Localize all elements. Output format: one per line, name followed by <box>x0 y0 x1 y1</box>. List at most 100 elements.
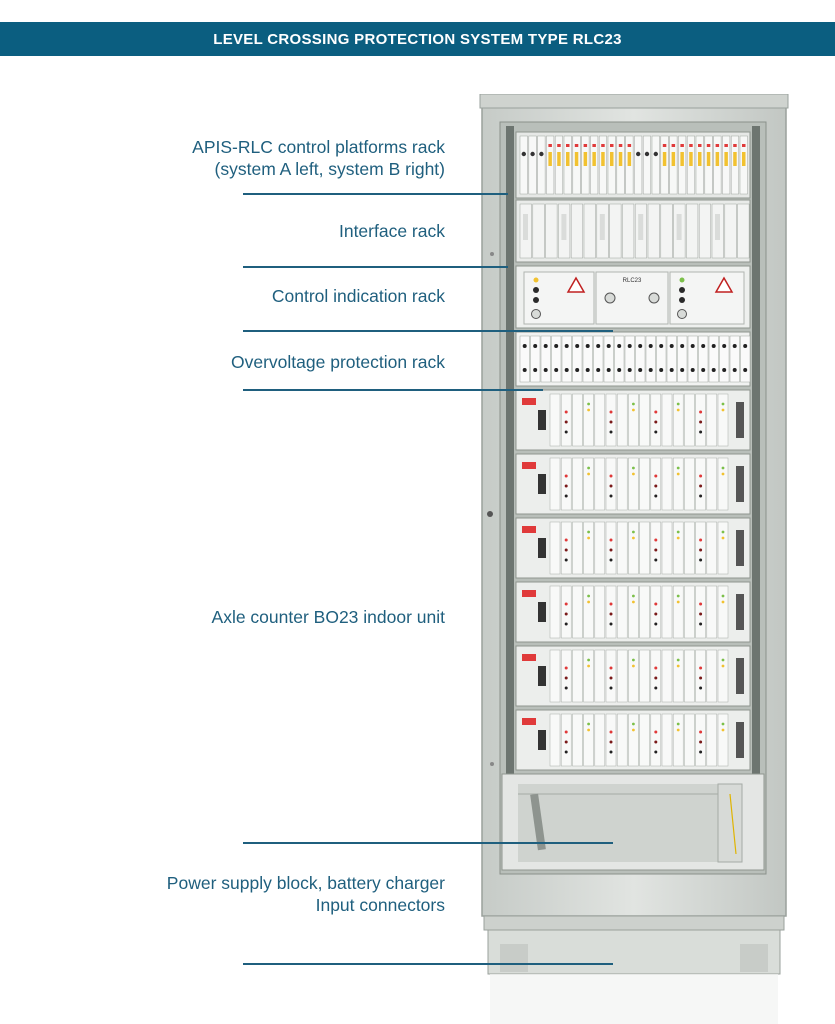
axle-counter-module <box>695 393 706 447</box>
rack-axle-counter <box>515 389 751 771</box>
axle-counter-module <box>706 713 718 767</box>
axle-counter-module <box>605 713 617 767</box>
axle-counter-module <box>549 521 561 575</box>
axle-counter-module <box>661 457 673 511</box>
overvoltage-module <box>603 335 614 383</box>
axle-counter-module <box>572 713 583 767</box>
overvoltage-module <box>719 335 730 383</box>
connector <box>736 658 744 694</box>
cabinet-plinth <box>483 915 785 975</box>
axle-counter-module <box>616 457 628 511</box>
leader-line-control-indication <box>243 330 613 332</box>
axle-counter-module <box>717 457 729 511</box>
cabinet-illustration: RLC23 <box>479 94 789 1024</box>
axle-counter-module <box>695 521 706 575</box>
rack-overvoltage <box>515 331 751 387</box>
overvoltage-module <box>729 335 740 383</box>
axle-counter-module <box>672 393 684 447</box>
digit-display <box>522 526 536 533</box>
rack-control-platforms <box>515 131 751 199</box>
axle-counter-module <box>628 649 639 703</box>
axle-counter-module <box>661 585 673 639</box>
axle-counter-module <box>572 649 583 703</box>
interface-module <box>724 203 737 259</box>
control-module <box>528 135 537 195</box>
axle-counter-module <box>583 457 594 511</box>
interface-module <box>583 203 596 259</box>
interface-module <box>532 203 545 259</box>
axle-counter-module <box>594 649 606 703</box>
axle-counter-module <box>594 521 606 575</box>
axle-counter-module <box>672 457 684 511</box>
compartment-power-supply <box>501 773 765 871</box>
label-apis-line2: (system A left, system B right) <box>214 159 445 179</box>
axle-counter-module <box>672 713 684 767</box>
axle-counter-module <box>706 585 718 639</box>
axle-counter-module <box>684 713 695 767</box>
overvoltage-module <box>593 335 604 383</box>
axle-counter-module <box>650 521 662 575</box>
axle-counter-module <box>605 457 617 511</box>
leader-line-power-supply <box>243 842 613 844</box>
overvoltage-module <box>708 335 719 383</box>
overvoltage-module <box>656 335 667 383</box>
connector <box>736 722 744 758</box>
axle-counter-module <box>695 457 706 511</box>
axle-counter-module <box>639 585 650 639</box>
control-module <box>519 135 528 195</box>
interface-module <box>570 203 583 259</box>
axle-counter-module <box>572 521 583 575</box>
axle-counter-module <box>560 649 572 703</box>
page-title: LEVEL CROSSING PROTECTION SYSTEM TYPE RL… <box>213 30 622 48</box>
axle-counter-module <box>605 585 617 639</box>
axle-counter-module <box>717 649 729 703</box>
interface-module <box>647 203 660 259</box>
connector <box>736 466 744 502</box>
overvoltage-module <box>635 335 646 383</box>
axle-counter-module <box>594 457 606 511</box>
rail-left <box>506 126 514 870</box>
axle-counter-module <box>583 585 594 639</box>
axle-counter-module <box>605 521 617 575</box>
digit-display <box>522 462 536 469</box>
axle-counter-module <box>717 585 729 639</box>
control-module <box>634 135 643 195</box>
label-interface-rack: Interface rack <box>338 221 445 241</box>
axle-counter-module <box>639 649 650 703</box>
axle-counter-module <box>672 649 684 703</box>
axle-counter-module <box>706 457 718 511</box>
axle-counter-module <box>549 713 561 767</box>
axle-counter-module <box>650 649 662 703</box>
axle-counter-module <box>684 393 695 447</box>
overvoltage-module <box>740 335 751 383</box>
axle-counter-module <box>650 713 662 767</box>
axle-counter-module <box>572 585 583 639</box>
axle-counter-module <box>717 713 729 767</box>
connector <box>736 594 744 630</box>
axle-counter-module <box>650 393 662 447</box>
axle-counter-module <box>650 457 662 511</box>
axle-counter-module <box>605 649 617 703</box>
label-apis-line1: APIS-RLC control platforms rack <box>192 137 445 157</box>
axle-counter-module <box>560 521 572 575</box>
axle-counter-module <box>672 521 684 575</box>
label-power-supply: Power supply block, battery charger Inpu… <box>167 872 445 916</box>
axle-counter-module <box>549 457 561 511</box>
axle-counter-module <box>605 393 617 447</box>
label-power-line1: Power supply block, battery charger <box>166 873 445 893</box>
overvoltage-module <box>530 335 541 383</box>
connector <box>736 402 744 438</box>
overvoltage-module <box>624 335 635 383</box>
axle-counter-module <box>706 521 718 575</box>
overvoltage-module <box>519 335 530 383</box>
axle-counter-module <box>695 713 706 767</box>
axle-counter-module <box>695 585 706 639</box>
axle-counter-module <box>628 585 639 639</box>
warning-triangle-icon <box>566 276 586 293</box>
overvoltage-module <box>666 335 677 383</box>
axle-counter-module <box>672 585 684 639</box>
axle-counter-module <box>684 457 695 511</box>
label-control-indication-rack: Control indication rack <box>271 286 445 306</box>
axle-counter-module <box>616 521 628 575</box>
label-apis-rlc-rack: APIS-RLC control platforms rack (system … <box>192 136 445 180</box>
